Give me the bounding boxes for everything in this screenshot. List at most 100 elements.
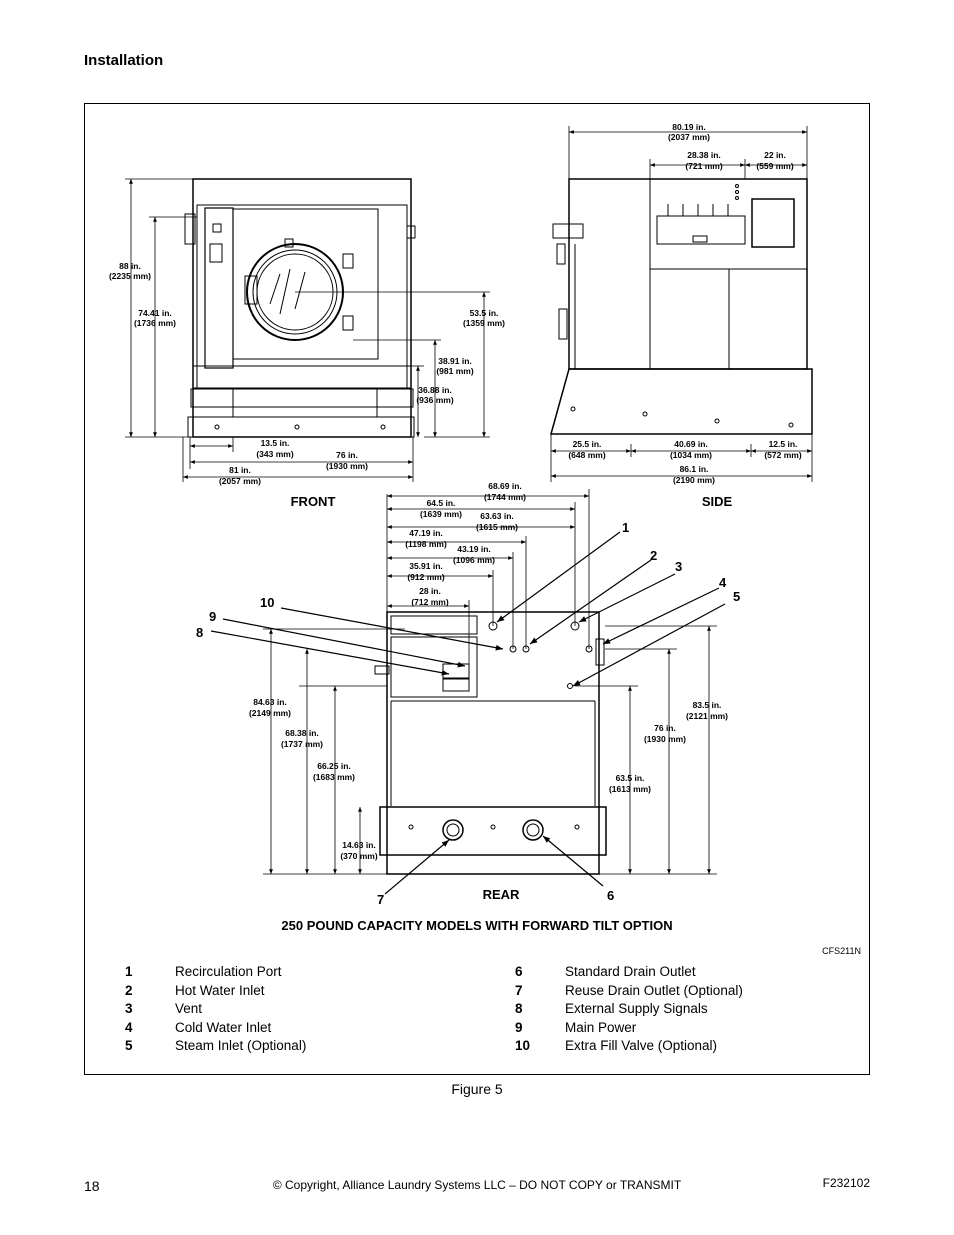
legend-number: 10 [515,1038,531,1054]
legend-number: 3 [125,1001,133,1017]
svg-text:76 in.: 76 in. [654,723,676,733]
rear-view [374,611,607,875]
svg-text:(1034 mm): (1034 mm) [670,450,712,460]
legend-text: Reuse Drain Outlet (Optional) [565,982,743,998]
svg-text:13.5 in.: 13.5 in. [261,438,290,448]
legend-item: 6 Standard Drain Outlet [515,964,743,983]
svg-text:(912 mm): (912 mm) [407,572,444,582]
legend-text: Cold Water Inlet [175,1019,272,1035]
svg-text:14.63 in.: 14.63 in. [342,840,376,850]
svg-text:63.63 in.: 63.63 in. [480,511,514,521]
svg-text:9: 9 [209,609,216,624]
svg-text:68.38 in.: 68.38 in. [285,728,319,738]
side-dim-labels: 80.19 in. (2037 mm) 28.38 in. (721 mm) 2… [568,122,801,485]
svg-text:(1736 mm): (1736 mm) [134,318,176,328]
svg-text:2: 2 [650,548,657,563]
front-view-label: FRONT [291,494,336,509]
legend-text: Recirculation Port [175,964,282,979]
rear-view-label: REAR [483,887,520,902]
svg-text:74.41 in.: 74.41 in. [138,308,172,318]
svg-text:(1930 mm): (1930 mm) [326,461,368,471]
legend-item: 7 Reuse Drain Outlet (Optional) [515,983,743,1002]
svg-text:25.5 in.: 25.5 in. [573,439,602,449]
svg-text:(1930 mm): (1930 mm) [644,734,686,744]
svg-text:(343 mm): (343 mm) [256,449,293,459]
svg-text:(721 mm): (721 mm) [685,161,722,171]
svg-text:43.19 in.: 43.19 in. [457,544,491,554]
svg-text:(1683 mm): (1683 mm) [313,772,355,782]
svg-text:(981 mm): (981 mm) [436,366,473,376]
front-dim-labels: 88 in. (2235 mm) 74.41 in. (1736 mm) 53.… [109,261,505,486]
svg-text:28 in.: 28 in. [419,586,441,596]
legend-text: Extra Fill Valve (Optional) [565,1038,718,1054]
legend-item: 1 Recirculation Port [125,964,306,983]
front-view [184,178,416,438]
rear-dim-lines [263,489,717,875]
svg-text:(2121 mm): (2121 mm) [686,711,728,721]
legend-item: 3 Vent [125,1001,306,1020]
svg-text:3: 3 [675,559,682,574]
svg-text:10: 10 [260,595,274,610]
svg-text:8: 8 [196,625,203,640]
svg-text:38.91 in.: 38.91 in. [438,356,472,366]
svg-text:(712 mm): (712 mm) [411,597,448,607]
legend-number: 1 [125,964,133,979]
legend-text: Main Power [565,1019,637,1035]
legend-text: Standard Drain Outlet [565,964,696,979]
svg-text:36.88 in.: 36.88 in. [418,385,452,395]
callout-leaders [210,531,726,895]
legend-number: 2 [125,982,133,998]
front-dim-lines [125,178,490,482]
callout-numbers: 1 2 3 4 5 6 7 8 9 10 [196,520,740,907]
svg-text:(2057 mm): (2057 mm) [219,476,261,486]
document-code: F232102 [822,1176,870,1190]
svg-text:84.63 in.: 84.63 in. [253,697,287,707]
legend-item: 8 External Supply Signals [515,1001,743,1020]
legend-text: Steam Inlet (Optional) [175,1038,307,1054]
svg-text:76 in.: 76 in. [336,450,358,460]
svg-text:83.5 in.: 83.5 in. [693,700,722,710]
svg-text:1: 1 [622,520,629,535]
svg-text:22 in.: 22 in. [764,150,786,160]
svg-text:(559 mm): (559 mm) [756,161,793,171]
legend-number: 6 [515,964,523,979]
svg-text:47.19 in.: 47.19 in. [409,528,443,538]
svg-text:(1744 mm): (1744 mm) [484,492,526,502]
drawing-code: CFS211N [822,946,861,956]
svg-text:(2235 mm): (2235 mm) [109,271,151,281]
svg-text:6: 6 [607,888,614,903]
page-number: 18 [84,1178,100,1194]
legend-number: 8 [515,1001,523,1017]
svg-text:(572 mm): (572 mm) [764,450,801,460]
svg-text:86.1 in.: 86.1 in. [680,464,709,474]
svg-text:(2149 mm): (2149 mm) [249,708,291,718]
svg-text:(1615 mm): (1615 mm) [476,522,518,532]
svg-text:64.5 in.: 64.5 in. [427,498,456,508]
svg-text:12.5 in.: 12.5 in. [769,439,798,449]
svg-text:(1359 mm): (1359 mm) [463,318,505,328]
legend-text: External Supply Signals [565,1001,708,1017]
legend-left: 1 Recirculation Port 2 Hot Water Inlet 3 Ve… [125,964,306,1057]
side-view [550,178,813,435]
figure-frame: 88 in. (2235 mm) 74.41 in. (1736 mm) 53.… [84,103,870,1075]
svg-text:4: 4 [719,575,727,590]
svg-text:5: 5 [733,589,740,604]
legend-text: Hot Water Inlet [175,982,265,998]
svg-text:(1639 mm): (1639 mm) [420,509,462,519]
svg-text:40.69 in.: 40.69 in. [674,439,708,449]
legend-text: Vent [175,1001,203,1017]
svg-text:66.25 in.: 66.25 in. [317,761,351,771]
svg-text:(648 mm): (648 mm) [568,450,605,460]
side-view-label: SIDE [702,494,733,509]
legend-number: 7 [515,982,523,998]
svg-text:68.69 in.: 68.69 in. [488,481,522,491]
svg-text:(936 mm): (936 mm) [416,395,453,405]
legend-item: 10 Extra Fill Valve (Optional) [515,1038,743,1057]
svg-text:(1737 mm): (1737 mm) [281,739,323,749]
svg-text:(1613 mm): (1613 mm) [609,784,651,794]
svg-text:7: 7 [377,892,384,907]
rear-dim-labels: 68.69 in. (1744 mm) 64.5 in. (1639 mm) 6… [249,481,728,861]
